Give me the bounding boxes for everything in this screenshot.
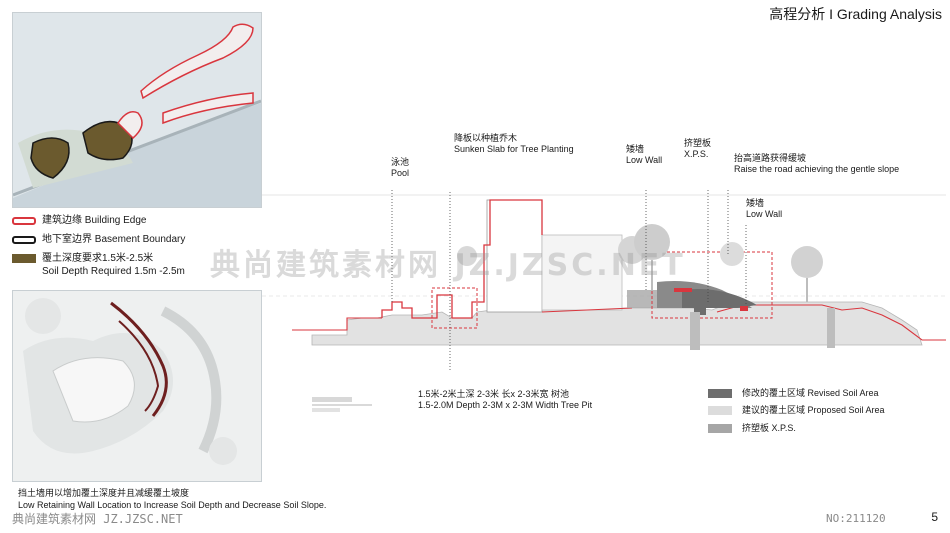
section-title-block <box>312 395 382 415</box>
xps-swatch <box>708 424 732 433</box>
building-edge-label: 建筑边缘 Building Edge <box>42 215 147 226</box>
page-number: 5 <box>931 510 938 524</box>
xps-label-cn: 挤塑板 <box>684 138 712 148</box>
raise-road-annotation: 抬高道路获得缓坡 Raise the road achieving the ge… <box>734 153 899 175</box>
retaining-caption-en: Low Retaining Wall Location to Increase … <box>18 500 327 510</box>
basement-boundary-swatch <box>12 235 36 244</box>
soil-depth-swatch <box>12 254 36 263</box>
page-title: 高程分析 I Grading Analysis <box>769 6 942 22</box>
pool-annotation: 泳池 Pool <box>391 157 409 179</box>
soil-depth-label-en: Soil Depth Required 1.5m -2.5m <box>42 266 185 277</box>
low-wall-1-label-cn: 矮墙 <box>626 144 645 154</box>
legend-basement-boundary: 地下室边界 Basement Boundary <box>12 233 185 246</box>
low-wall-2-label-en: Low Wall <box>746 209 783 219</box>
section-title-mark <box>312 397 372 412</box>
watermark-center: 典尚建筑素材网 JZ.JZSC.NET <box>210 248 686 283</box>
building-edge-swatch <box>12 216 36 225</box>
raise-road-label-en: Raise the road achieving the gentle slop… <box>734 164 900 174</box>
soil-depth-label-cn: 覆土深度要求1.5米-2.5米 <box>42 253 154 264</box>
site-plan-drawing <box>13 13 261 207</box>
legend-soil-depth: 覆土深度要求1.5米-2.5米 Soil Depth Required 1.5m… <box>12 252 185 278</box>
raise-road-label-cn: 抬高道路获得缓坡 <box>734 153 807 163</box>
revised-soil-swatch <box>708 389 732 398</box>
tree-pit-label-cn: 1.5米-2米土深 2-3米 长x 2-3米宽 树池 <box>418 389 570 399</box>
tree-pit-label-en: 1.5-2.0M Depth 2-3M x 2-3M Width Tree Pi… <box>418 400 593 410</box>
site-plan-map <box>12 12 262 208</box>
retaining-caption-cn: 挡土墙用以增加覆土深度并且减缓覆土坡度 <box>18 488 190 498</box>
proposed-soil-label: 建议的覆土区域 Proposed Soil Area <box>742 405 885 415</box>
proposed-soil-swatch <box>708 406 732 415</box>
legend-proposed-soil: 建议的覆土区域 Proposed Soil Area <box>708 405 885 416</box>
pool-label-cn: 泳池 <box>391 157 410 167</box>
watermark-bottom-left: 典尚建筑素材网 JZ.JZSC.NET <box>12 512 183 526</box>
tree-pit-annotation: 1.5米-2米土深 2-3米 长x 2-3米宽 树池 1.5-2.0M Dept… <box>418 389 592 411</box>
retaining-wall-map <box>12 290 262 482</box>
low-wall-2-label-cn: 矮墙 <box>746 198 765 208</box>
xps-legend-label: 挤塑板 X.P.S. <box>742 423 796 433</box>
watermark-bottom-right: NO:211120 <box>826 512 886 525</box>
section-elevation-svg <box>262 150 946 388</box>
sunken-slab-annotation: 降板以种植乔木 Sunken Slab for Tree Planting <box>454 133 574 155</box>
pool-label-en: Pool <box>391 168 410 178</box>
low-wall-annotation-1: 矮墙 Low Wall <box>626 144 662 166</box>
xps-label-en: X.P.S. <box>684 149 709 159</box>
low-wall-1-label-en: Low Wall <box>626 155 663 165</box>
legend-xps: 挤塑板 X.P.S. <box>708 423 796 434</box>
low-wall-annotation-2: 矮墙 Low Wall <box>746 198 782 220</box>
sunken-slab-label-en: Sunken Slab for Tree Planting <box>454 144 574 154</box>
retaining-wall-drawing <box>13 291 261 481</box>
basement-boundary-label: 地下室边界 Basement Boundary <box>42 234 186 245</box>
revised-soil-label: 修改的覆土区域 Revised Soil Area <box>742 388 879 398</box>
sunken-slab-label-cn: 降板以种植乔木 <box>454 133 518 143</box>
xps-annotation: 挤塑板 X.P.S. <box>684 138 711 160</box>
legend-building-edge: 建筑边缘 Building Edge <box>12 214 147 227</box>
legend-revised-soil: 修改的覆土区域 Revised Soil Area <box>708 388 879 399</box>
section-drawing <box>262 150 946 388</box>
